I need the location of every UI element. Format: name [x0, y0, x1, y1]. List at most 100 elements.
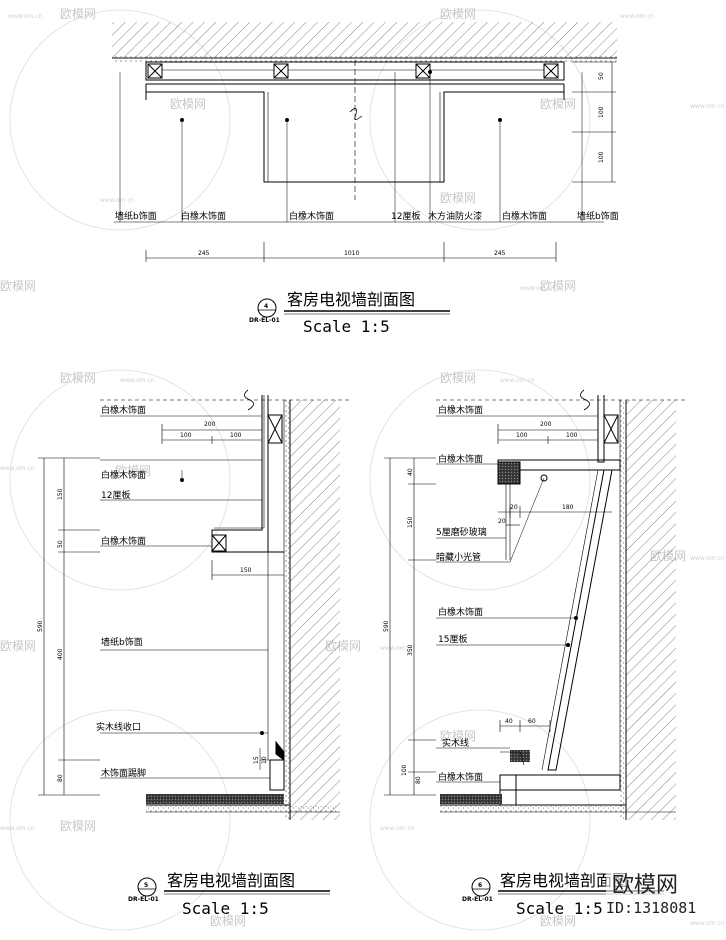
concrete-wall	[290, 400, 340, 820]
drawing-title: 客房电视墙剖面图	[167, 871, 295, 890]
section-6-labels: 白橡木饰面 白橡木饰面 5厘磨砂玻璃 暗藏小光管 白橡木饰面 15厘板 实木线 …	[383, 404, 578, 784]
watermark-text: 欧模网	[540, 914, 576, 928]
dimension: 100	[180, 432, 192, 439]
dimension: 50	[57, 540, 64, 548]
section-4-title-block: 4 DR-EL-01 客房电视墙剖面图 Scale 1:5	[249, 290, 450, 336]
brand-stamp: 欧模网 ID:1318081	[606, 862, 726, 918]
label: 12厘板	[391, 210, 420, 222]
watermark-url: www.om.cn	[690, 103, 725, 110]
watermark-url: www.om.cn	[620, 13, 655, 20]
watermark-text: 欧模网	[440, 7, 476, 21]
label: 木饰面踢脚	[101, 767, 146, 779]
section-ref: DR-EL-01	[462, 896, 493, 903]
watermark-url: www.om.cn	[8, 13, 43, 20]
label: 白橡木饰面	[438, 404, 483, 416]
label: 白橡木饰面	[502, 210, 547, 222]
dimension: 15	[253, 756, 260, 764]
drawing-scale: Scale 1:5	[516, 899, 603, 918]
label: 暗藏小光管	[436, 551, 481, 563]
watermark-text: 欧模网	[60, 819, 96, 833]
watermark-url: www.om.cn	[0, 825, 35, 832]
watermark-url: www.om.cn	[380, 825, 415, 832]
label: 木方油防火漆	[428, 210, 482, 222]
dimension: 60	[528, 718, 536, 725]
watermark-url: www.om.cn	[500, 377, 535, 384]
label: 白橡木饰面	[438, 606, 483, 618]
section-4-drawing	[112, 22, 617, 262]
watermark-text: 欧模网	[0, 279, 36, 293]
section-5-labels: 白橡木饰面 白橡木饰面 12厘板 白橡木饰面 墙纸b饰面 实木线收口 木饰面踢脚…	[37, 404, 268, 782]
stamp-logo: 欧模网	[612, 873, 678, 898]
watermark-url: www.om.cn	[0, 465, 35, 472]
label: 白橡木饰面	[438, 771, 483, 783]
dimension: 80	[57, 774, 64, 782]
section-number: 5	[144, 882, 148, 889]
dimension: 10	[261, 756, 268, 764]
section-ref: DR-EL-01	[249, 317, 280, 324]
watermark-text: 欧模网	[440, 371, 476, 385]
dimension: 350	[407, 644, 414, 656]
dimension: 200	[204, 421, 216, 428]
section-number: 4	[264, 303, 268, 310]
watermark-brand: 欧模网 欧模网 欧模网 欧模网 欧模网 欧模网 欧模网 欧模网 欧模网 欧模网 …	[0, 7, 725, 928]
label: 12厘板	[101, 489, 130, 501]
dimension: 20	[510, 504, 518, 511]
watermark-text: 欧模网	[440, 729, 476, 743]
drawing-scale: Scale 1:5	[182, 899, 269, 918]
concrete-wall	[626, 400, 676, 820]
drawing-scale: Scale 1:5	[303, 317, 390, 336]
label: 白橡木饰面	[101, 404, 146, 416]
watermark-text: 欧模网	[60, 7, 96, 21]
dimension: 150	[57, 488, 64, 500]
watermark-text: 欧模网	[540, 97, 576, 111]
watermark-url: www.om.cn	[120, 377, 155, 384]
label: 白橡木饰面	[438, 453, 483, 465]
watermark-url: www.om.cn	[690, 920, 725, 927]
label: 实木线收口	[96, 721, 141, 733]
label: 15厘板	[438, 633, 467, 645]
dimension: 590	[383, 620, 390, 632]
dimension: 245	[494, 250, 506, 257]
watermark-text: 欧模网	[60, 371, 96, 385]
dimension: 40	[407, 468, 414, 476]
dimension: 150	[407, 516, 414, 528]
watermark-url: www.om.cn	[100, 197, 135, 204]
watermark-text: 欧模网	[170, 97, 206, 111]
watermark-text: 欧模网	[540, 279, 576, 293]
watermark-text: 欧模网	[210, 914, 246, 928]
section-5-drawing	[38, 389, 350, 820]
label: 白橡木饰面	[289, 210, 334, 222]
section-6-drawing	[384, 389, 686, 820]
ceiling-slab	[112, 22, 617, 58]
drawing-title: 客房电视墙剖面图	[287, 290, 415, 309]
label: 墙纸b饰面	[101, 636, 143, 648]
section-5-title-block: 5 DR-EL-01 客房电视墙剖面图 Scale 1:5	[128, 871, 330, 918]
dimension: 100	[598, 151, 605, 163]
dimension: 150	[240, 567, 252, 574]
dimension: 80	[415, 776, 422, 784]
dimension: 200	[540, 421, 552, 428]
watermark-url: www.om.cn	[380, 645, 415, 652]
drawing-title: 客房电视墙剖面图	[500, 871, 628, 890]
dimension: 100	[566, 432, 578, 439]
dimension: 50	[598, 72, 605, 80]
dimension: 400	[57, 648, 64, 660]
dimension: 100	[401, 764, 408, 776]
label: 实木线	[442, 737, 469, 749]
dimension: 100	[516, 432, 528, 439]
dimension: 180	[562, 504, 574, 511]
dimension: 40	[505, 718, 513, 725]
watermark-url: www.om.cn	[520, 285, 555, 292]
dimension: 245	[198, 250, 210, 257]
watermark-text: 欧模网	[440, 191, 476, 205]
dimension: 100	[598, 106, 605, 118]
section-ref: DR-EL-01	[128, 896, 159, 903]
label: 5厘磨砂玻璃	[436, 526, 487, 538]
floor-finish	[440, 794, 502, 804]
label: 墙纸b饰面	[577, 210, 619, 222]
watermark-url: www.om.cn	[690, 555, 725, 562]
watermark-text: 欧模网	[0, 639, 36, 653]
dimension: 20	[498, 518, 506, 525]
floor-finish	[146, 794, 284, 804]
